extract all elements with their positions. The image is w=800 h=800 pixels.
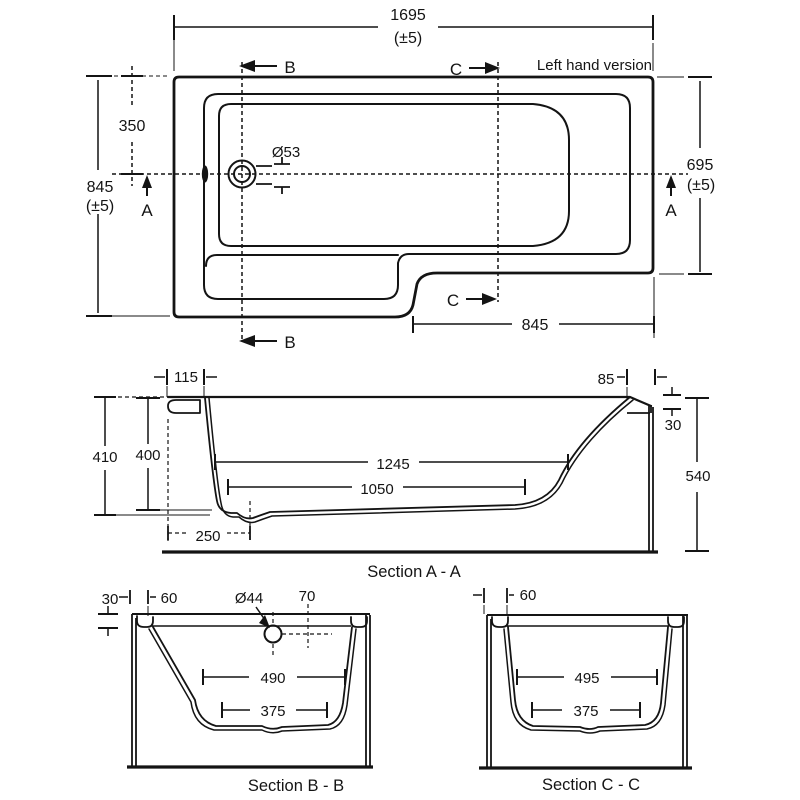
dim-shower-length: 845 (522, 317, 549, 334)
section-cc: 60 495 375 Section C - C (473, 587, 692, 794)
section-bb-linework (127, 604, 373, 769)
dim-bb-width-top: 490 (260, 670, 285, 687)
dim-width-right-tol: (±5) (687, 177, 715, 194)
dim-floor-length: 1050 (360, 481, 393, 498)
dim-drain-offset: 350 (119, 118, 146, 135)
aa-tub-surface (204, 396, 631, 520)
marker-c-bottom: C (447, 291, 459, 310)
dim-cc-rim-width: 60 (520, 587, 537, 604)
plan-view: 1695 (±5) 845 (±5) 350 695 (±5) 845 Ø53 … (86, 7, 715, 352)
plan-bathing-well-outline (218, 103, 570, 247)
bb-overflow-hole (263, 624, 283, 644)
plan-inner-rim-outline (203, 93, 631, 300)
section-bb-labels: 30 60 Ø44 70 490 375 Section B - B (102, 588, 344, 795)
plan-well-front-edge (205, 254, 399, 267)
dim-cc-width-top: 495 (574, 670, 599, 687)
dim-cc-width-floor: 375 (573, 703, 598, 720)
dim-overall-height: 540 (685, 468, 710, 485)
marker-b-bottom: B (284, 333, 295, 352)
dim-bb-rim-drop: 30 (102, 591, 119, 608)
version-label: Left hand version (537, 57, 652, 74)
dim-overall-length: 1695 (390, 7, 426, 24)
bb-tub-surface (152, 626, 353, 730)
dim-depth-total: 410 (92, 449, 117, 466)
section-cc-title: Section C - C (542, 776, 640, 794)
bb-tub-shell (148, 628, 357, 734)
arrow-c-bottom (482, 293, 497, 305)
aa-left-ledge (167, 399, 201, 414)
section-cc-labels: 60 495 375 Section C - C (520, 587, 640, 794)
cc-tub-surface (507, 626, 669, 730)
dim-drain-dia: Ø53 (272, 144, 300, 161)
section-aa: 115 410 400 1245 1050 250 85 30 540 Sect… (92, 369, 711, 581)
aa-rim-line (166, 395, 653, 408)
plan-dimensions (86, 15, 712, 347)
arrow-a-left (142, 175, 152, 188)
section-aa-linework (104, 395, 658, 554)
dim-bb-rim-width: 60 (161, 590, 178, 607)
section-cc-linework (479, 614, 692, 770)
dim-width-left: 845 (87, 179, 114, 196)
section-aa-title: Section A - A (367, 563, 461, 581)
arrow-b-top (239, 60, 255, 72)
dim-width-left-tol: (±5) (86, 198, 114, 215)
plan-labels: 1695 (±5) 845 (±5) 350 695 (±5) 845 Ø53 … (86, 7, 715, 352)
dim-waste-offset: 250 (195, 528, 220, 545)
dim-depth-rim: 400 (135, 447, 160, 464)
marker-b-top: B (284, 58, 295, 77)
plan-linework (112, 62, 688, 341)
arrow-c-top (485, 62, 500, 74)
dim-rim-drop: 30 (665, 417, 682, 434)
section-bb: 30 60 Ø44 70 490 375 Section B - B (98, 588, 373, 795)
section-aa-labels: 115 410 400 1245 1050 250 85 30 540 Sect… (92, 369, 710, 581)
bb-overflow-arrow (259, 615, 270, 628)
section-aa-dimensions (94, 369, 709, 552)
dim-top-length: 1245 (376, 456, 409, 473)
marker-c-top: C (450, 60, 462, 79)
dim-overall-length-tol: (±5) (394, 30, 422, 47)
section-cc-dimensions (473, 588, 658, 718)
marker-a-right: A (665, 201, 677, 220)
section-bb-dimensions (98, 590, 346, 718)
dim-bb-overflow-dia: Ø44 (235, 590, 263, 607)
marker-a-left: A (141, 201, 153, 220)
dim-bb-width-floor: 375 (260, 703, 285, 720)
aa-tub-shell (208, 397, 634, 524)
arrow-b-bottom (239, 335, 255, 347)
dim-ledge-right: 85 (598, 371, 615, 388)
arrow-a-right (666, 175, 676, 188)
dim-ledge-left: 115 (174, 369, 198, 386)
cc-tub-shell (503, 628, 673, 734)
section-bb-title: Section B - B (248, 777, 344, 795)
plan-outer-outline (172, 75, 655, 319)
dim-bb-overflow-offset: 70 (299, 588, 316, 605)
dim-width-right: 695 (687, 157, 714, 174)
